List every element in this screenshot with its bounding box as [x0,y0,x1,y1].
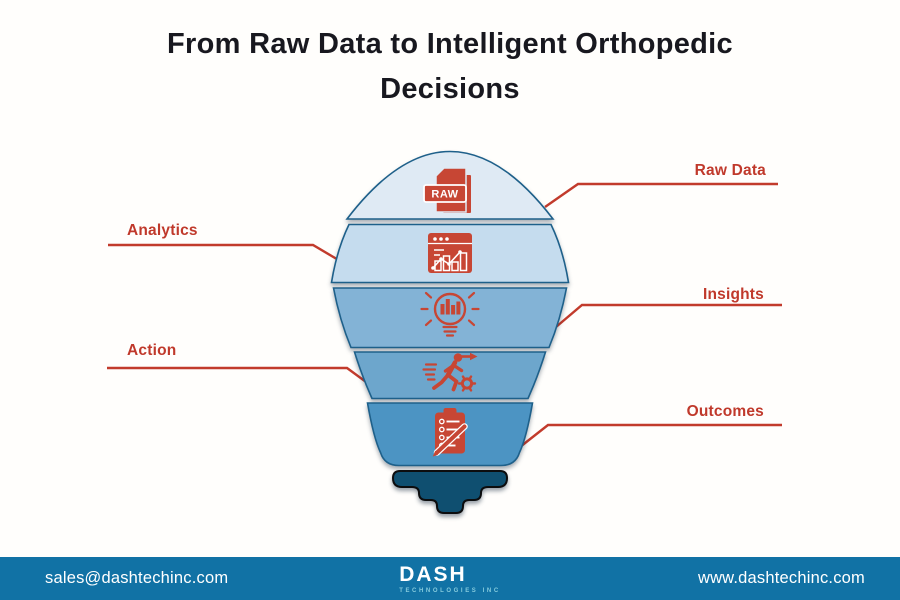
footer-bar: sales@dashtechinc.com DASH TECHNOLOGIES … [0,557,900,600]
connector-outcomes [519,423,782,448]
dash-logo-text: DASH [399,562,467,586]
dash-logo-subtext: TECHNOLOGIES INC [399,587,501,594]
label-outcomes: Outcomes [686,403,764,420]
connector-action [107,366,378,391]
dash-logo: DASH TECHNOLOGIES INC [399,564,501,594]
footer-email: sales@dashtechinc.com [45,569,229,587]
bulb-base [391,470,509,514]
label-action: Action [127,342,177,359]
connector-analytics [108,243,353,270]
raw-file-icon: RAW [423,167,473,215]
label-insights: Insights [702,286,764,303]
connector-insights [555,303,782,328]
footer-website: www.dashtechinc.com [697,569,865,587]
label-analytics: Analytics [127,222,198,239]
clipboard-checklist-icon [432,408,468,457]
label-raw-data: Raw Data [694,162,766,179]
running-person-gear-icon [422,352,478,392]
lightbulb-bars-icon [420,291,480,337]
connector-raw-data [544,182,778,208]
segment-insights [332,287,568,349]
raw-badge-text: RAW [431,189,458,201]
page-title: From Raw Data to Intelligent Orthopedic … [167,28,733,105]
analytics-dashboard-icon [428,233,472,273]
